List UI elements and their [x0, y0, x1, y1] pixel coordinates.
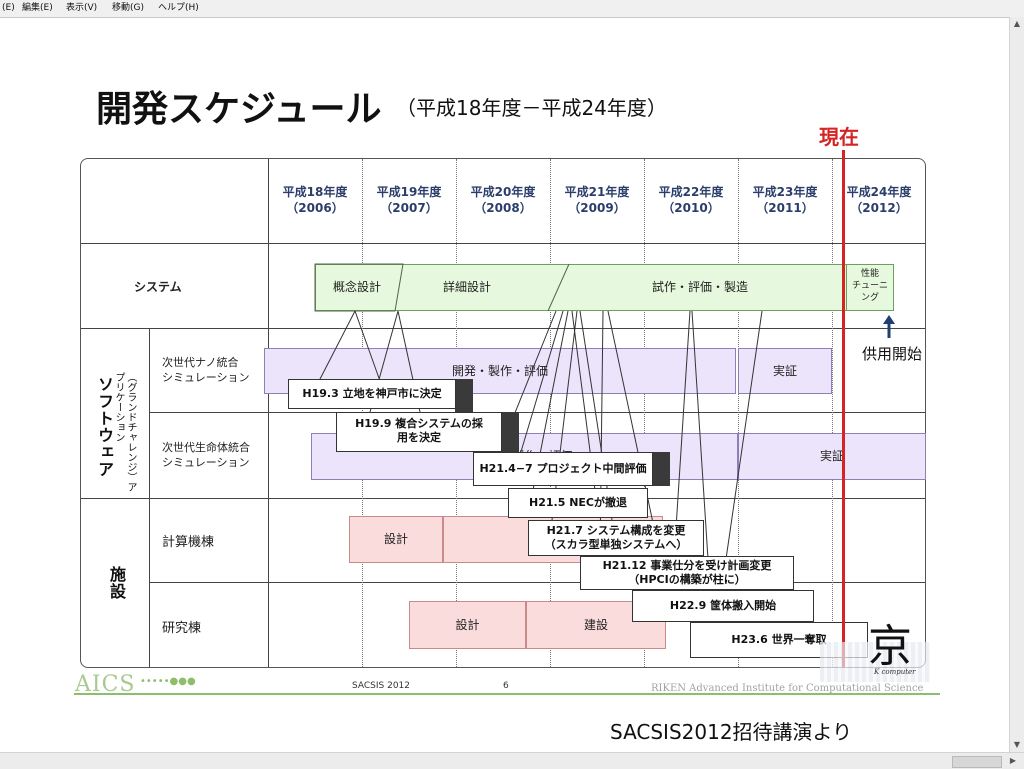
scroll-up-icon[interactable]: ▲	[1013, 19, 1021, 28]
row-label-nano: 次世代ナノ統合 シミュレーション	[162, 356, 250, 384]
current-time-line	[842, 150, 845, 668]
footer-conference: SACSIS 2012	[352, 681, 411, 691]
aics-dots: •••••●●●	[140, 676, 196, 687]
bar-prototype: 試作・評価・製造	[651, 280, 748, 294]
grid-line	[81, 243, 925, 244]
city-skyline	[820, 642, 930, 682]
callout-h21-12: H21.12 事業仕分を受け計画変更 （HPCIの構築が柱に）	[580, 556, 794, 590]
bar-tuning: 性能 チューニ ング	[846, 264, 894, 311]
horizontal-scrollbar[interactable]: ▶	[0, 752, 1024, 769]
callout-h21-4: H21.4−7 プロジェクト中間評価	[473, 452, 653, 486]
vertical-scrollbar[interactable]: ▲ ▼	[1009, 17, 1024, 752]
schedule-table	[80, 158, 926, 668]
row-label-facility: 施設	[107, 566, 126, 600]
grid-line	[149, 328, 150, 667]
row-label-software: ソフトウェア	[95, 376, 114, 478]
row-label-computer-building: 計算機棟	[162, 535, 215, 550]
footer-riken: RIKEN Advanced Institute for Computation…	[651, 683, 924, 694]
bar-concept-design: 概念設計	[332, 280, 381, 294]
bar-detail-design: 詳細設計	[442, 280, 491, 294]
bar-bio-demo: 実証	[738, 433, 926, 480]
row-label-research-building: 研究棟	[162, 621, 202, 636]
system-bar	[315, 264, 847, 311]
callout-h19-9: H19.9 複合システムの採 用を決定	[336, 412, 502, 452]
callout-h21-5: H21.5 NECが撤退	[508, 488, 648, 518]
milestone-marker	[501, 412, 519, 452]
year-header: 平成18年度（2006）	[282, 185, 348, 215]
year-header: 平成24年度（2012）	[846, 185, 912, 215]
menu-help[interactable]: ヘルプ(H)	[158, 3, 199, 13]
scroll-down-icon[interactable]: ▼	[1013, 740, 1021, 749]
bar-research-design: 設計	[409, 601, 526, 649]
k-computer-logo: 京	[868, 621, 912, 672]
grid-dotted	[644, 159, 645, 667]
grid-line	[149, 412, 925, 413]
scroll-thumb[interactable]	[952, 756, 1002, 768]
grid-line	[268, 159, 269, 667]
menu-go[interactable]: 移動(G)	[112, 3, 144, 13]
slide-subtitle: （平成18年度－平成24年度）	[396, 96, 667, 120]
grid-line	[81, 328, 925, 329]
callout-h19-3: H19.3 立地を神戸市に決定	[288, 379, 456, 409]
callout-h21-7: H21.7 システム構成を変更 （スカラ型単独システムへ）	[528, 520, 704, 556]
menu-edit[interactable]: 編集(E)	[22, 3, 53, 13]
year-header: 平成23年度（2011）	[752, 185, 818, 215]
grid-dotted	[738, 159, 739, 667]
grid-line	[81, 498, 925, 499]
milestone-marker	[652, 452, 670, 486]
year-header: 平成21年度（2009）	[564, 185, 630, 215]
year-header: 平成20年度（2008）	[470, 185, 536, 215]
row-label-software-sub: （グランドチャレンジ）アプリケーション	[113, 372, 136, 492]
aics-logo: AICS	[75, 672, 136, 697]
grid-line	[149, 582, 925, 583]
row-label-bio: 次世代生命体統合 シミュレーション	[162, 441, 250, 469]
grid-dotted	[832, 159, 833, 667]
scroll-right-icon[interactable]: ▶	[1009, 756, 1017, 765]
bar-computer-design: 設計	[349, 516, 443, 563]
year-header: 平成22年度（2010）	[658, 185, 724, 215]
footer-divider	[74, 693, 940, 695]
year-header: 平成19年度（2007）	[376, 185, 442, 215]
callout-h22-9: H22.9 筐体搬入開始	[632, 590, 814, 622]
now-label: 現在	[819, 125, 859, 149]
milestone-marker	[455, 379, 473, 412]
footer-page-number: 6	[503, 681, 509, 691]
k-computer-logo-sub: K computer	[874, 668, 916, 676]
service-start-label: 供用開始	[862, 345, 923, 363]
grid-dotted	[550, 159, 551, 667]
menu-file[interactable]: (E)	[2, 3, 15, 13]
caption: SACSIS2012招待講演より	[610, 720, 853, 744]
menu-bar: (E) 編集(E) 表示(V) 移動(G) ヘルプ(H)	[0, 0, 1024, 18]
row-label-system: システム	[134, 280, 182, 294]
slide-title: 開発スケジュール	[96, 89, 382, 130]
menu-view[interactable]: 表示(V)	[66, 3, 98, 13]
